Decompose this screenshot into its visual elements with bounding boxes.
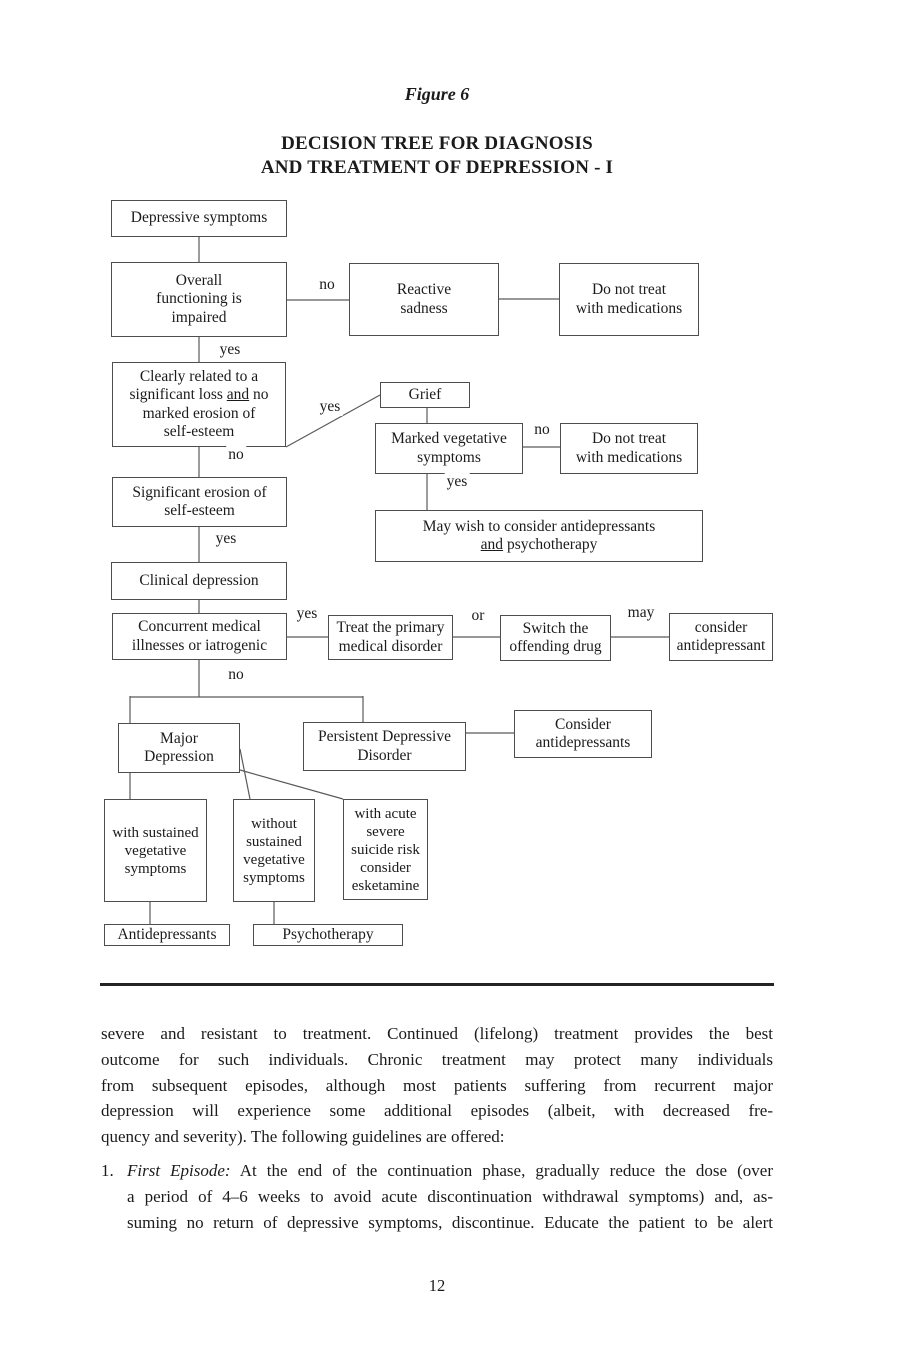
figure-heading-line1: DECISION TREE FOR DIAGNOSIS — [281, 133, 593, 154]
edge-label-yes-concurrent: yes — [294, 605, 320, 623]
edge-label-no-functioning: no — [317, 276, 337, 294]
box-do-not-treat-mid-text: Do not treat with medications — [575, 430, 683, 466]
figure-label: Figure 6 — [404, 84, 470, 104]
box-consider-antidepressant: consider antidepressant — [669, 613, 773, 661]
box-significant-erosion: Significant erosion of self-esteem — [112, 477, 287, 527]
body-text: severe and resistant to treatment. Conti… — [101, 1021, 773, 1235]
box-major-depression: Major Depression — [118, 723, 240, 773]
box-treat-primary-text: Treat the primary medical disorder — [336, 619, 445, 655]
box-reactive-sadness-text: Reactive sadness — [396, 281, 452, 317]
box-antidepressants-text: Antidepressants — [117, 925, 217, 943]
box-clinical-depression-text: Clinical depression — [139, 571, 259, 589]
list-item-line1-text: At the end of the continuation phase, gr… — [239, 1160, 774, 1180]
box-marked-vegetative-text: Marked vegetative symptoms — [391, 430, 507, 466]
box-switch-drug: Switch the offending drug — [500, 615, 611, 661]
box-depressive-symptoms: Depressive symptoms — [111, 200, 287, 237]
horizontal-rule — [100, 983, 774, 986]
edge-label-no-concurrent: no — [226, 666, 246, 684]
paragraph-line: quency and severity). The following guid… — [101, 1127, 505, 1147]
box-concurrent-medical: Concurrent medical illnesses or iatrogen… — [112, 613, 287, 660]
box-do-not-treat-top-text: Do not treat with medications — [575, 281, 683, 317]
connector-line — [239, 769, 344, 800]
box-psychotherapy: Psychotherapy — [253, 924, 403, 946]
edge-label-no-loss: no — [226, 446, 246, 464]
box-do-not-treat-mid: Do not treat with medications — [560, 423, 698, 474]
box-treat-primary: Treat the primary medical disorder — [328, 615, 453, 660]
figure-heading: DECISION TREE FOR DIAGNOSIS AND TREATMEN… — [100, 132, 774, 180]
edge-label-yes-vegetative: yes — [444, 473, 470, 491]
box-grief: Grief — [380, 382, 470, 408]
box-with-sustained: with sustained vegetative symptoms — [104, 799, 207, 902]
list-item-first-episode: 1. First Episode: At the end of the cont… — [101, 1158, 773, 1235]
box-grief-text: Grief — [408, 385, 442, 403]
box-significant-erosion-text: Significant erosion of self-esteem — [132, 483, 267, 520]
box-without-sustained: without sustained vegetative symptoms — [233, 799, 315, 902]
paragraph-line: severe and resistant to treatment. Conti… — [101, 1024, 773, 1043]
box-with-sustained-text: with sustained vegetative symptoms — [112, 824, 199, 877]
box-antidepressants: Antidepressants — [104, 924, 230, 946]
box-do-not-treat-top: Do not treat with medications — [559, 263, 699, 336]
list-item-line: suming no return of depressive symptoms,… — [127, 1212, 773, 1232]
list-item-number: 1. — [101, 1160, 114, 1180]
list-item-lead-italic: First Episode: — [127, 1160, 231, 1180]
box-consider-antidepressant-text: consider antidepressant — [676, 618, 766, 655]
list-item-line: a period of 4–6 weeks to avoid acute dis… — [127, 1186, 773, 1206]
box-overall-functioning-text: Overall functioning is impaired — [156, 271, 242, 326]
edge-label-yes-erosion: yes — [213, 530, 239, 548]
box-persistent-depressive: Persistent Depressive Disorder — [303, 722, 466, 771]
edge-label-or: or — [469, 607, 487, 625]
box-consider-antidepressants-text: Consider antidepressants — [535, 715, 631, 752]
box-overall-functioning: Overall functioning is impaired — [111, 262, 287, 337]
box-concurrent-medical-text: Concurrent medical illnesses or iatrogen… — [131, 618, 268, 654]
box-psychotherapy-text: Psychotherapy — [282, 925, 374, 943]
box-reactive-sadness: Reactive sadness — [349, 263, 499, 336]
box-with-acute: with acute severe suicide risk consider … — [343, 799, 428, 900]
edge-label-may: may — [625, 604, 657, 622]
paragraph-line: outcome for such individuals. Chronic tr… — [101, 1049, 773, 1069]
paragraph-line: depression will experience some addition… — [101, 1101, 773, 1121]
box-depressive-symptoms-text: Depressive symptoms — [130, 209, 268, 227]
box-without-sustained-text: without sustained vegetative symptoms — [243, 815, 305, 886]
box-marked-vegetative: Marked vegetative symptoms — [375, 423, 523, 474]
figure-heading-line2: AND TREATMENT OF DEPRESSION - I — [260, 157, 614, 178]
box-persistent-depressive-text: Persistent Depressive Disorder — [317, 728, 451, 764]
box-clinical-depression: Clinical depression — [111, 562, 287, 600]
box-with-acute-text: with acute severe suicide risk consider … — [351, 805, 420, 894]
edge-label-no-vegetative: no — [532, 421, 552, 439]
list-item-line: First Episode: At the end of the continu… — [127, 1158, 773, 1184]
box-consider-antidepressants: Consider antidepressants — [514, 710, 652, 758]
connector-line — [239, 748, 251, 800]
page-number: 12 — [428, 1276, 446, 1295]
paragraph-line: from subsequent episodes, although most … — [101, 1075, 773, 1095]
edge-label-yes-grief: yes — [317, 398, 343, 416]
edge-label-yes-functioning: yes — [217, 341, 243, 359]
box-major-depression-text: Major Depression — [144, 729, 214, 766]
box-switch-drug-text: Switch the offending drug — [509, 619, 602, 656]
